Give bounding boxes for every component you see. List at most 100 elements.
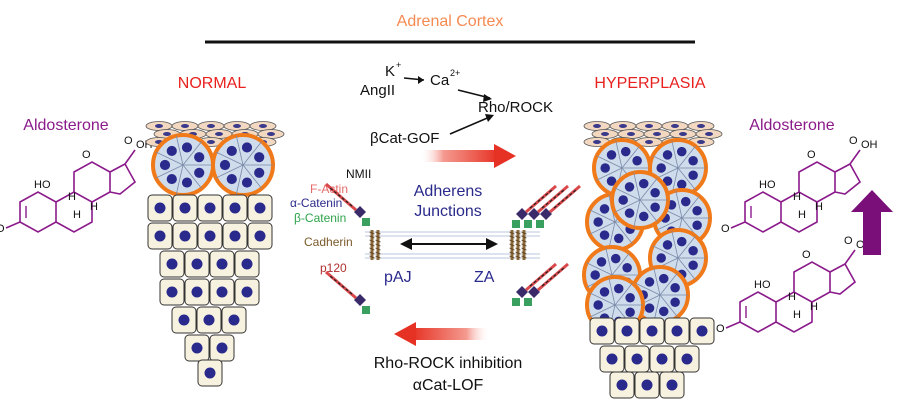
rosette-nucleus <box>590 270 600 280</box>
capsule-nucleus <box>207 140 215 144</box>
inhibition-label: Rho-ROCK inhibition <box>374 355 523 372</box>
signaling-pathway: K + AngII Ca 2+ Rho/ROCK βCat-GOF <box>360 60 553 147</box>
capsule-nucleus <box>155 124 163 128</box>
right-aldosterone-molecule-lower: HO H H H O O O OH <box>716 235 873 335</box>
nucleus <box>154 202 166 214</box>
rosette-nucleus <box>620 146 631 157</box>
rosette-nucleus <box>656 253 666 263</box>
nucleus <box>203 314 215 326</box>
rosette-nucleus <box>254 167 265 178</box>
cadherin-segment <box>369 243 375 247</box>
rosette-nucleus <box>226 145 237 157</box>
capsule-nucleus <box>705 132 713 136</box>
cadherin-segment <box>375 239 381 243</box>
capsule-nucleus <box>207 124 215 128</box>
nucleus <box>166 258 178 270</box>
nucleus <box>241 258 253 270</box>
rosette-nucleus <box>662 150 673 160</box>
capsule-nucleus <box>679 132 687 136</box>
rosette-divider <box>677 257 696 281</box>
rosette-nucleus <box>625 307 635 318</box>
rosette-nucleus <box>241 177 253 188</box>
svg-text:O: O <box>844 235 853 247</box>
rosette-divider <box>589 221 616 235</box>
svg-text:H: H <box>788 291 796 303</box>
cadherin-segment <box>375 231 381 235</box>
nucleus <box>179 202 191 214</box>
nmii-label: NMII <box>346 167 371 181</box>
rosette-nucleus <box>658 306 669 317</box>
cadherin-segment <box>521 255 527 259</box>
acat-lof-label: αCat-LOF <box>413 377 484 394</box>
capsule-nucleus <box>645 140 653 144</box>
svg-text:H: H <box>815 201 823 213</box>
cadherin-segment <box>521 231 527 235</box>
capsule-nucleus <box>593 140 601 144</box>
capsule-nucleus <box>671 124 679 128</box>
rosette-divider <box>675 190 683 219</box>
cadherin-segment <box>375 247 381 251</box>
rosette-divider <box>605 247 613 276</box>
rosette-divider <box>656 217 683 231</box>
rosette-nucleus <box>676 179 687 190</box>
cadherin-segment <box>515 251 521 255</box>
rosette-nucleus <box>688 260 698 271</box>
nucleus <box>681 353 693 365</box>
svg-text:O: O <box>124 135 133 147</box>
capsule-nucleus <box>593 124 601 128</box>
rosette-nucleus <box>670 282 680 293</box>
nucleus <box>191 286 203 298</box>
nucleus <box>229 230 241 242</box>
hyperplasia-tissue-column <box>582 121 723 399</box>
svg-text:O: O <box>716 323 725 335</box>
left-aldosterone-label: Aldosterone <box>23 117 108 134</box>
beta-catenin <box>524 298 532 306</box>
cadherin-segment <box>509 231 515 235</box>
factin-label: F-Actin <box>310 182 348 196</box>
rosette-divider <box>614 187 641 201</box>
rosette-nucleus <box>599 287 610 297</box>
rosette-nucleus <box>658 273 669 284</box>
cadherin-segment <box>509 243 515 247</box>
rosette-nucleus <box>194 152 205 163</box>
rosette-nucleus <box>688 170 698 181</box>
rosette-nucleus <box>676 236 687 247</box>
rosette-divider <box>175 135 184 166</box>
svg-text:H: H <box>793 191 801 203</box>
cadherin-segment <box>515 247 521 251</box>
cadherin-segment <box>375 243 381 247</box>
rosette-divider <box>596 167 623 181</box>
capsule-nucleus <box>233 124 241 128</box>
adherens-title-1: Adherens <box>414 183 483 200</box>
rosette-nucleus <box>650 202 660 213</box>
k-ion-charge: + <box>396 60 401 70</box>
alpha-catenin <box>528 208 540 220</box>
rosette-divider <box>611 252 630 276</box>
nucleus <box>228 314 240 326</box>
normal-tissue-column <box>145 121 285 387</box>
rosette-nucleus <box>599 230 610 240</box>
nucleus <box>216 342 228 354</box>
junction-legend: NMII F-Actin α-Catenin β-Catenin Cadheri… <box>290 167 495 286</box>
calcium-charge: 2+ <box>450 68 460 78</box>
rosette-nucleus <box>622 262 632 273</box>
rosette-divider <box>633 172 641 201</box>
beta-catenin <box>536 220 544 228</box>
right-aldosterone-label: Aldosterone <box>749 117 834 134</box>
cadherin-segment <box>375 235 381 239</box>
rosette-nucleus <box>599 204 610 214</box>
rosette-divider <box>659 272 678 296</box>
nucleus <box>696 325 708 337</box>
ang-ii: AngII <box>360 82 395 99</box>
cadherin-segment <box>521 235 527 239</box>
nucleus <box>646 325 658 337</box>
nucleus <box>216 286 228 298</box>
rosette-divider <box>215 164 244 179</box>
normal-label: NORMAL <box>178 75 247 92</box>
rosette-nucleus <box>593 217 603 227</box>
rosette-divider <box>671 140 679 169</box>
nucleus <box>621 325 633 337</box>
nucleus <box>241 286 253 298</box>
rosette-nucleus <box>670 297 680 308</box>
rosette-divider <box>677 235 696 259</box>
